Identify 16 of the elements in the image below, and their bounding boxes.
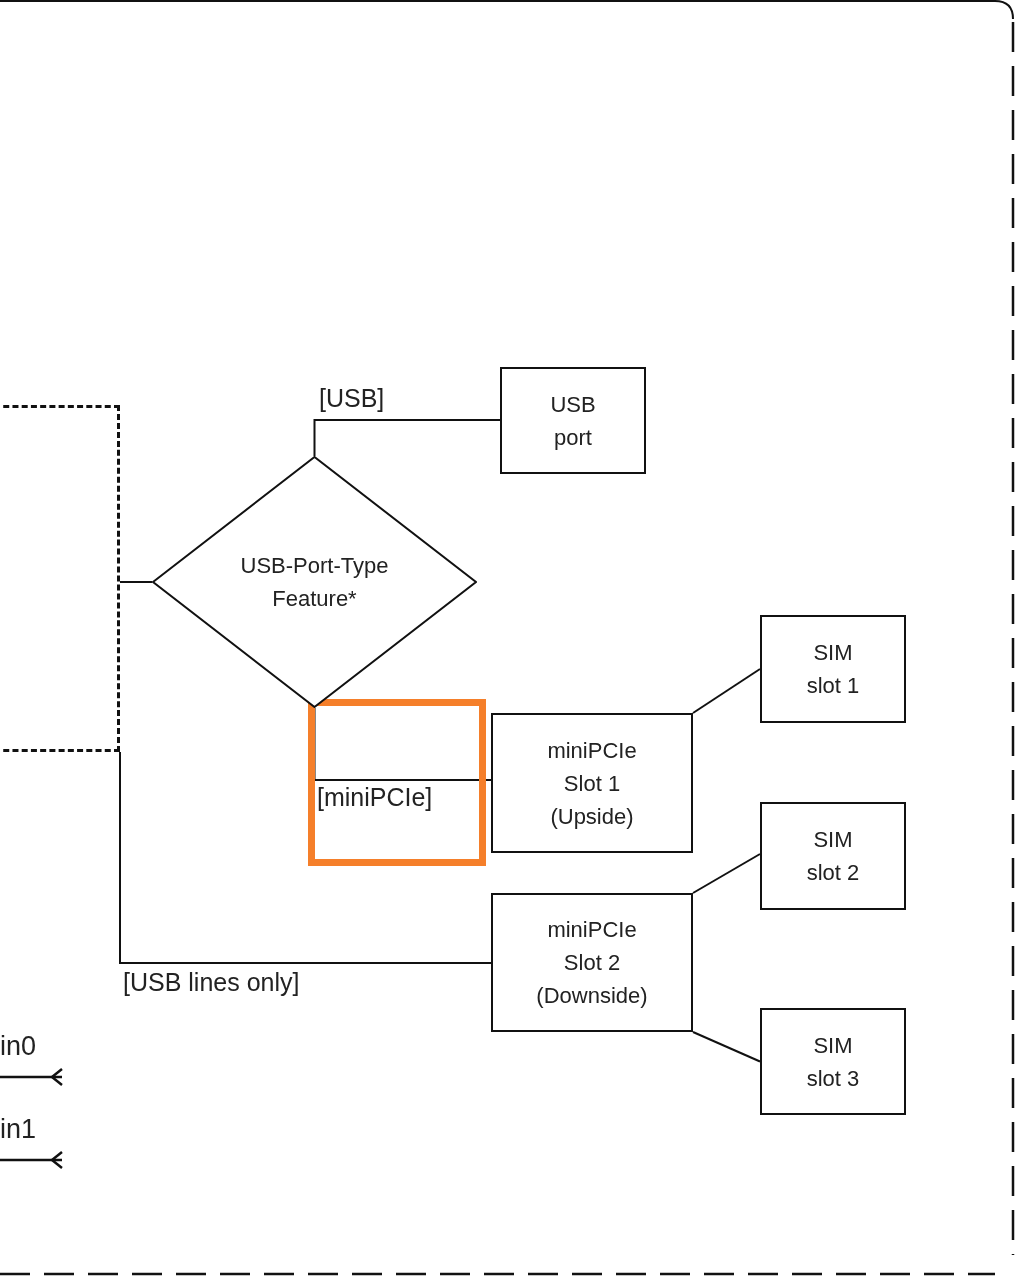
signal-label: in1 [0, 1113, 37, 1146]
connector-line [119, 751, 492, 964]
process-box: USB port [500, 367, 646, 474]
process-box: miniPCIe Slot 1 (Upside) [491, 713, 693, 853]
process-box: SIM slot 1 [760, 615, 906, 723]
connector-line [313, 419, 501, 457]
signal-label: in0 [0, 1030, 37, 1063]
connector-line [692, 853, 761, 894]
connector-line [313, 707, 492, 781]
process-box: miniPCIe Slot 2 (Downside) [491, 893, 693, 1032]
process-box: SIM slot 3 [760, 1008, 906, 1115]
connector-line [692, 668, 761, 714]
process-box: SIM slot 2 [760, 802, 906, 910]
connector-line [692, 1031, 761, 1063]
decision-diamond: USB-Port-Type Feature* [152, 456, 477, 708]
connector-line [119, 581, 153, 583]
